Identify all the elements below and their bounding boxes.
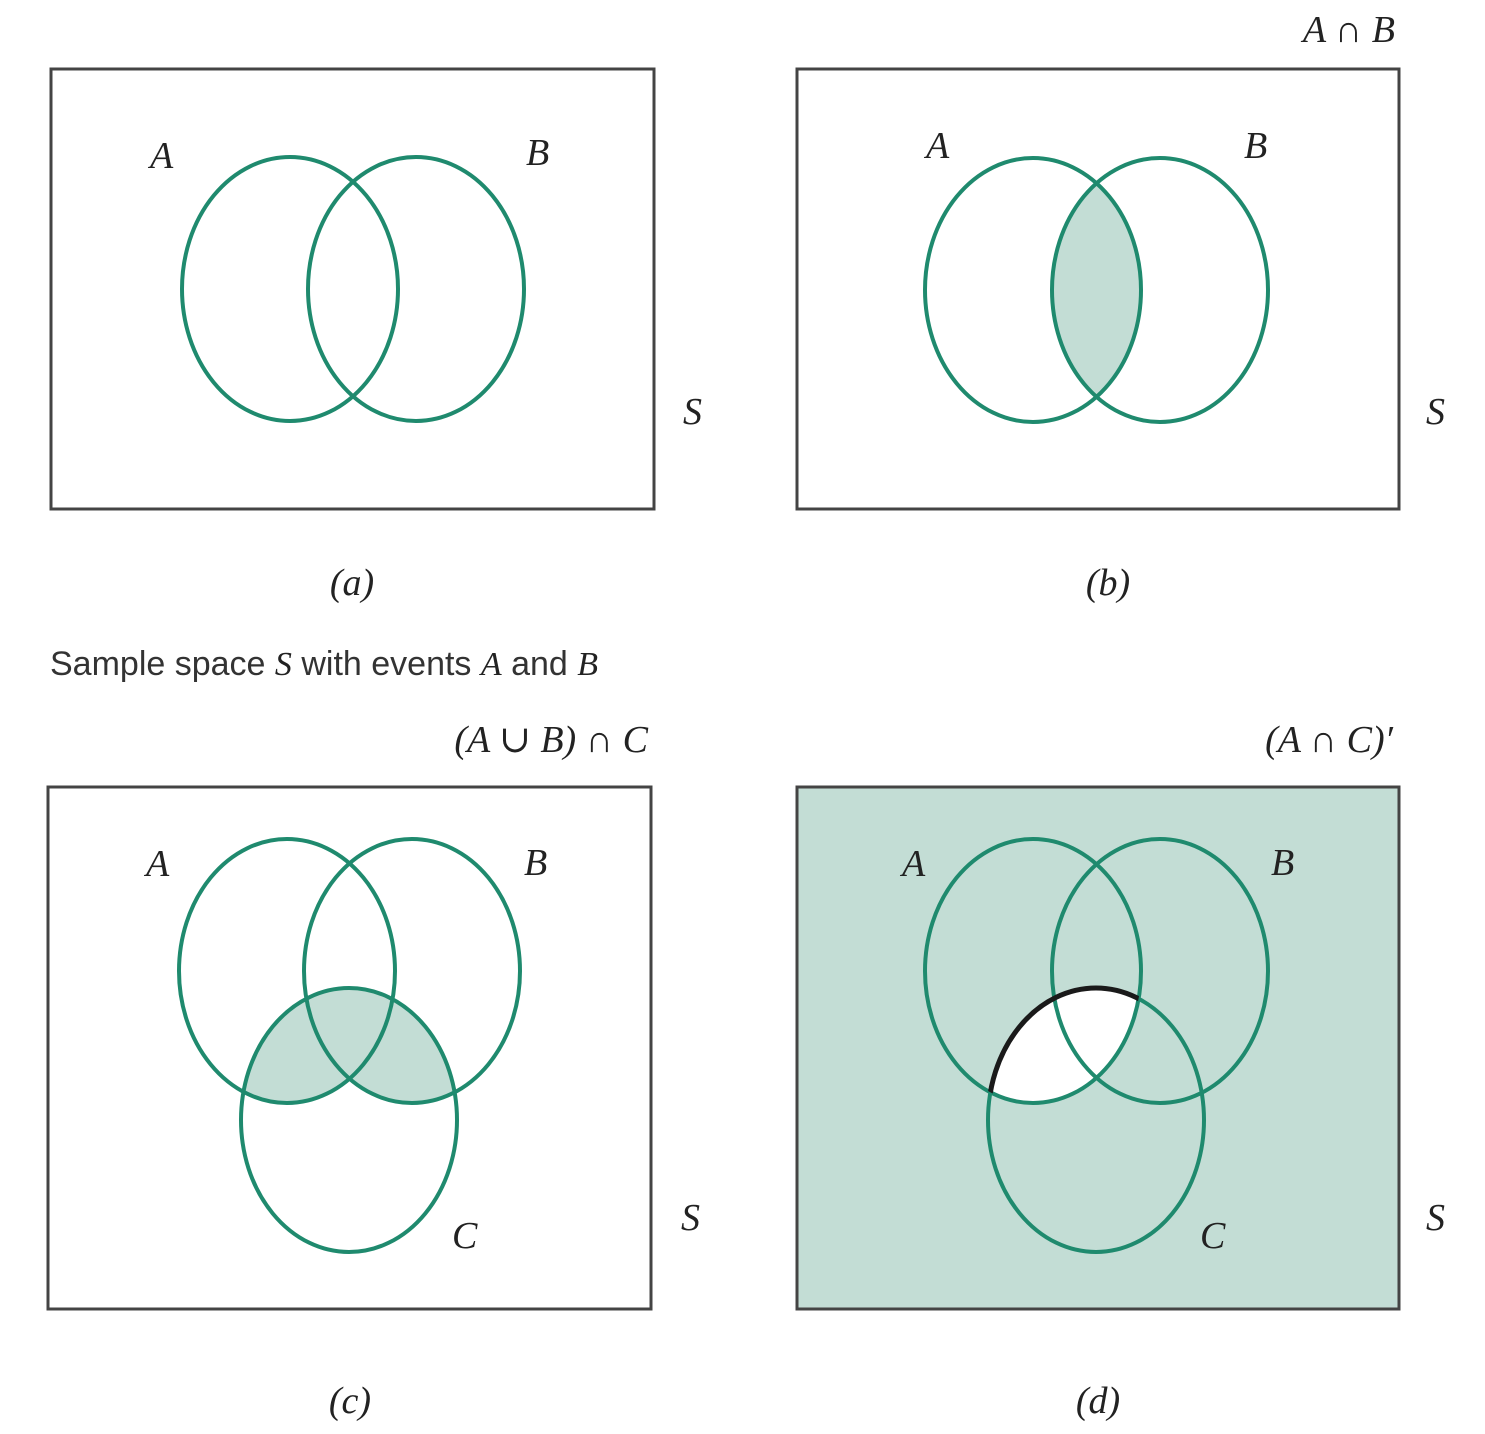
caption-mid: with events	[292, 645, 481, 683]
panel-title: A ∩ B	[1300, 9, 1395, 51]
event-b-label: B	[1271, 842, 1294, 884]
panel-c: (A ∪ B) ∩ C A B C S (c)	[46, 719, 700, 1422]
event-b-circle	[1050, 837, 1270, 1105]
panel-d: (A ∩ C)′ A B C S (d)	[795, 719, 1445, 1422]
intersection-a-c-outline	[985, 985, 1141, 1103]
event-a-label: A	[923, 125, 950, 167]
event-c-label: C	[1200, 1215, 1226, 1257]
panel-label: (b)	[1086, 562, 1130, 604]
intersection-a-c-unshaded	[988, 988, 1141, 1103]
event-c-label: C	[452, 1215, 478, 1257]
panel-label: (c)	[329, 1380, 371, 1422]
event-b-circle	[1050, 156, 1270, 424]
event-a-label: A	[899, 843, 926, 885]
event-a-label: A	[143, 843, 170, 885]
caption-s: S	[275, 646, 292, 683]
panel-b: A ∩ B A B S (b)	[795, 9, 1445, 604]
intersection-a-b-shaded	[1052, 158, 1141, 422]
figure-caption: Sample space S with events A and B	[50, 645, 598, 683]
panel-title: (A ∪ B) ∩ C	[454, 719, 648, 761]
sample-space-label: S	[681, 1197, 700, 1239]
event-b-label: B	[1244, 125, 1267, 167]
caption-prefix: Sample space	[50, 645, 275, 683]
event-b-circle	[306, 155, 526, 423]
panel-label: (a)	[330, 562, 374, 604]
panel-a: A B S (a)	[49, 67, 702, 604]
sample-space-label: S	[1426, 1197, 1445, 1239]
event-c-circle	[239, 986, 459, 1254]
panel-label: (d)	[1076, 1380, 1120, 1422]
caption-and: and	[502, 645, 578, 683]
caption-b: B	[577, 646, 598, 683]
event-b-label: B	[526, 132, 549, 174]
event-a-circle	[923, 837, 1143, 1105]
sample-space-label: S	[683, 391, 702, 433]
sample-space-frame	[49, 67, 656, 511]
event-b-circle	[302, 837, 522, 1105]
panel-title: (A ∩ C)′	[1265, 719, 1394, 761]
event-a-circle	[177, 837, 397, 1105]
event-b-label: B	[524, 842, 547, 884]
event-a-circle	[180, 155, 400, 423]
sample-space-label: S	[1426, 391, 1445, 433]
caption-a: A	[479, 646, 502, 683]
event-a-label: A	[147, 135, 174, 177]
event-a-circle	[923, 156, 1143, 424]
